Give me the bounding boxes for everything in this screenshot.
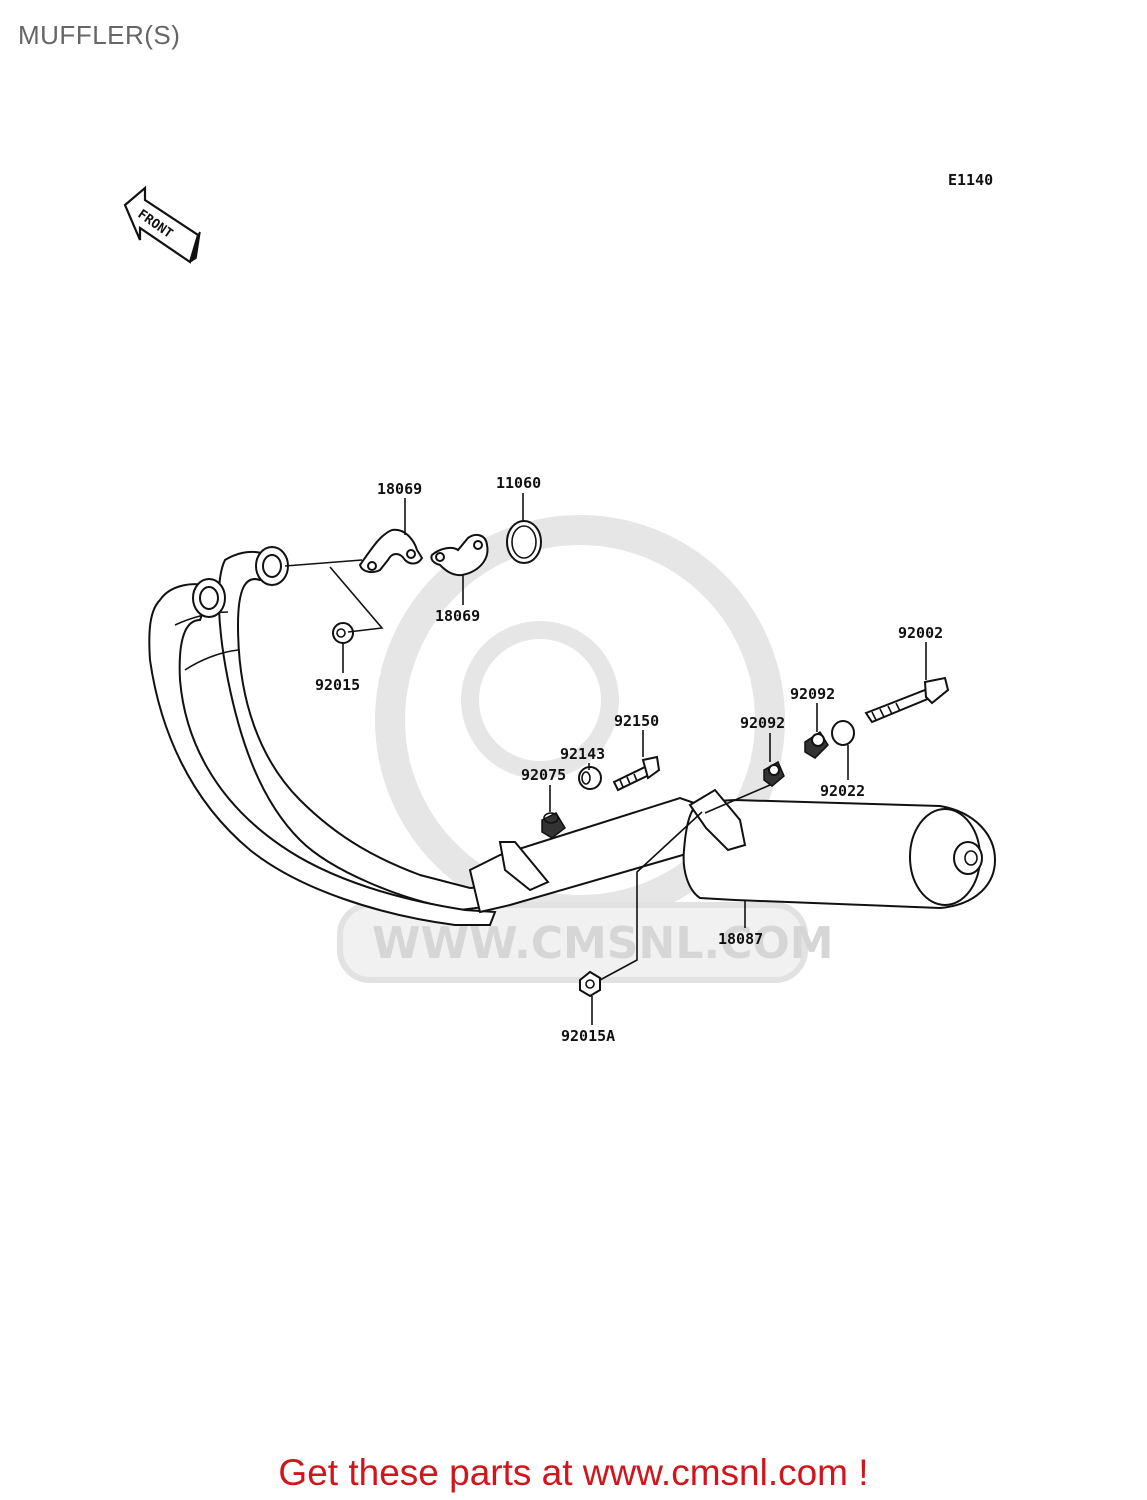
diagram-code: E1140 <box>948 171 993 189</box>
part-label-92015A: 92015A <box>561 1027 615 1045</box>
part-label-92092-lower: 92092 <box>740 714 785 732</box>
part-label-92143: 92143 <box>560 745 605 763</box>
nut-92015 <box>332 622 354 644</box>
part-label-92150: 92150 <box>614 712 659 730</box>
part-label-11060: 11060 <box>496 474 541 492</box>
muffler <box>682 788 997 910</box>
bolt-92150 <box>612 755 661 792</box>
page-title: MUFFLER(S) <box>18 20 181 50</box>
exhaust-pipes <box>148 546 507 926</box>
washer-92022 <box>831 720 855 746</box>
collar-92092-lower <box>763 760 785 787</box>
promo-link[interactable]: Get these parts at www.cmsnl.com ! <box>278 1452 869 1493</box>
front-arrow-icon: FRONT <box>123 185 201 264</box>
part-label-92092-upper: 92092 <box>790 685 835 703</box>
leader-lines <box>284 493 927 1025</box>
flange-18069-lower <box>430 533 489 577</box>
flange-18069-upper <box>358 528 424 574</box>
part-label-92015: 92015 <box>315 676 360 694</box>
collar-92092-upper <box>804 730 829 759</box>
collar-92143 <box>578 766 602 790</box>
part-label-18069-lower: 18069 <box>435 607 480 625</box>
bolt-92002 <box>864 676 950 724</box>
gasket-11060 <box>506 520 542 564</box>
part-label-92022: 92022 <box>820 782 865 800</box>
part-label-92075: 92075 <box>521 766 566 784</box>
damper-92075 <box>541 812 566 839</box>
link-bracket <box>498 841 550 892</box>
part-label-18069-upper: 18069 <box>377 480 422 498</box>
part-label-18087: 18087 <box>718 930 763 948</box>
watermark-text: WWW.CMSNL.COM <box>372 918 834 969</box>
part-label-92002: 92002 <box>898 624 943 642</box>
nut-92015A <box>579 970 601 998</box>
